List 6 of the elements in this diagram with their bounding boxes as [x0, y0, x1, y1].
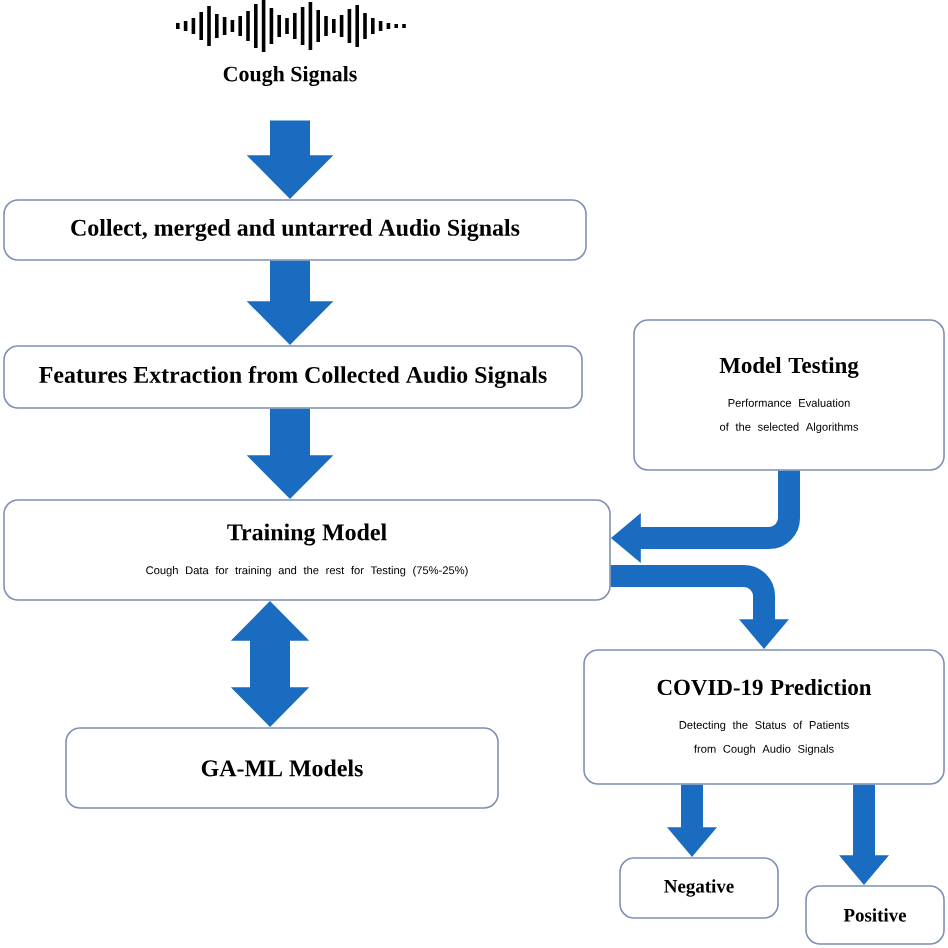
process-box: Features Extraction from Collected Audio Signals — [3, 345, 583, 409]
process-box: Collect, merged and untarred Audio Signals — [3, 199, 587, 261]
process-box: Negative — [619, 857, 779, 919]
process-box: GA-ML Models — [65, 727, 499, 809]
process-box: Positive — [805, 885, 945, 945]
signal-label: Cough Signals — [223, 66, 357, 86]
